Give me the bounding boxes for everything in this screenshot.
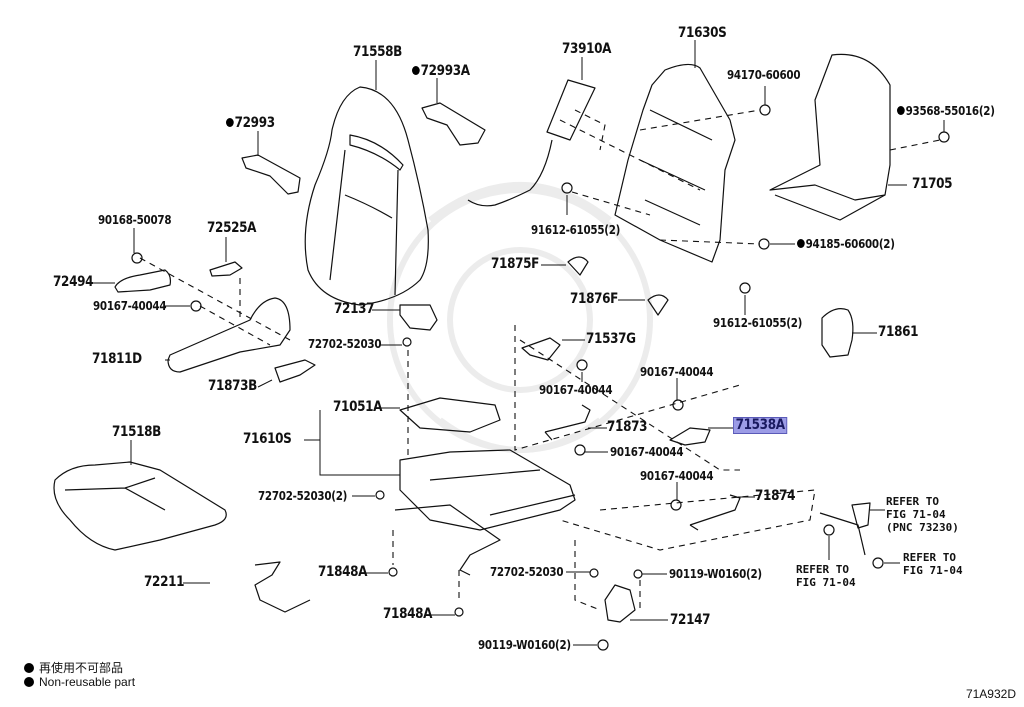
bracket-71873B[interactable] bbox=[274, 359, 316, 383]
label-71873[interactable]: 71873 bbox=[607, 419, 648, 435]
label-71848A-a[interactable]: 71848A bbox=[318, 564, 368, 580]
label-71874[interactable]: 71874 bbox=[755, 488, 796, 504]
non-reusable-marker bbox=[797, 239, 805, 248]
label-72702-52030-c[interactable]: 72702-52030 bbox=[490, 565, 564, 579]
spring-mat-71051A[interactable] bbox=[399, 397, 501, 433]
label-72494[interactable]: 72494 bbox=[53, 274, 94, 290]
label-71876F[interactable]: 71876F bbox=[570, 291, 619, 307]
label-94170-60600[interactable]: 94170-60600 bbox=[727, 68, 801, 82]
bracket-72147[interactable] bbox=[604, 584, 636, 623]
label-90167-40044-e[interactable]: 90167-40044 bbox=[640, 469, 714, 483]
seat-cushion-71518B[interactable] bbox=[53, 461, 227, 551]
label-90167-40044-c[interactable]: 90167-40044 bbox=[640, 365, 714, 379]
reference-note-fig-71-04-b[interactable]: REFER TO FIG 71-04 bbox=[903, 551, 963, 577]
label-71861[interactable]: 71861 bbox=[878, 324, 919, 340]
label-71537G[interactable]: 71537G bbox=[586, 331, 636, 347]
label-93568-text: 93568-55016(2) bbox=[905, 104, 995, 118]
bracket-71873[interactable] bbox=[544, 404, 591, 441]
legend-text: 再使用不可部品 bbox=[39, 661, 124, 675]
label-72211[interactable]: 72211 bbox=[144, 574, 185, 590]
label-72525A[interactable]: 72525A bbox=[207, 220, 257, 236]
label-72702-52030-2[interactable]: 72702-52030(2) bbox=[258, 489, 348, 503]
label-90119-W0160-b[interactable]: 90119-W0160(2) bbox=[478, 638, 571, 652]
non-reusable-marker bbox=[897, 106, 905, 115]
label-72993-text: 72993 bbox=[234, 115, 276, 131]
figure-id: 71A932D bbox=[965, 687, 1016, 701]
label-71538A-highlighted[interactable]: 71538A bbox=[733, 417, 788, 434]
label-91612-61055-b[interactable]: 91612-61055(2) bbox=[713, 316, 803, 330]
label-72993A-text: 72993A bbox=[420, 63, 470, 79]
label-71630S[interactable]: 71630S bbox=[678, 25, 727, 41]
watermark bbox=[387, 182, 653, 453]
label-71610S[interactable]: 71610S bbox=[243, 431, 292, 447]
side-airbag-73910A[interactable] bbox=[467, 79, 596, 207]
seat-frame-71610S[interactable] bbox=[394, 449, 576, 576]
label-90167-40044-b[interactable]: 90167-40044 bbox=[539, 383, 613, 397]
bracket-71537G[interactable] bbox=[521, 337, 561, 361]
seatback-frame-71630S[interactable] bbox=[614, 63, 736, 263]
label-91612-61055-a[interactable]: 91612-61055(2) bbox=[531, 223, 621, 237]
label-90168-50078[interactable]: 90168-50078 bbox=[98, 213, 172, 227]
label-90167-40044-a[interactable]: 90167-40044 bbox=[93, 299, 167, 313]
wire-72211[interactable] bbox=[254, 561, 311, 613]
part-72993[interactable] bbox=[241, 154, 301, 195]
non-reusable-marker bbox=[412, 66, 420, 75]
cover-71876F[interactable] bbox=[647, 294, 669, 316]
reference-note-pnc-73230[interactable]: REFER TO FIG 71-04 (PNC 73230) bbox=[886, 495, 959, 534]
label-71848A-b[interactable]: 71848A bbox=[383, 606, 433, 622]
leader-lines bbox=[90, 40, 945, 646]
label-71558B[interactable]: 71558B bbox=[353, 44, 403, 60]
seatback-cover-71558B[interactable] bbox=[304, 86, 429, 306]
label-72137[interactable]: 72137 bbox=[334, 301, 375, 317]
label-71875F[interactable]: 71875F bbox=[491, 256, 540, 272]
legend-item-japanese: 再使用不可部品 bbox=[24, 659, 123, 676]
seat-belt-buckle[interactable] bbox=[819, 502, 884, 569]
label-94185-text: 94185-60600(2) bbox=[805, 237, 895, 251]
label-72702-52030-a[interactable]: 72702-52030 bbox=[308, 337, 382, 351]
label-73910A[interactable]: 73910A bbox=[562, 41, 612, 57]
reference-note-fig-71-04-a[interactable]: REFER TO FIG 71-04 bbox=[796, 563, 856, 589]
label-72993[interactable]: 72993 bbox=[226, 115, 276, 131]
seatback-board-71705[interactable] bbox=[769, 53, 891, 221]
filled-circle-icon bbox=[24, 677, 34, 687]
label-71051A[interactable]: 71051A bbox=[333, 399, 383, 415]
label-90119-W0160-a[interactable]: 90119-W0160(2) bbox=[669, 567, 762, 581]
label-72993A[interactable]: 72993A bbox=[412, 63, 470, 79]
knob-72525A[interactable] bbox=[209, 261, 243, 277]
label-72147[interactable]: 72147 bbox=[670, 612, 711, 628]
handle-72494[interactable] bbox=[114, 269, 172, 293]
label-71705[interactable]: 71705 bbox=[912, 176, 953, 192]
filled-circle-icon bbox=[24, 663, 34, 673]
legend-item-english: Non-reusable part bbox=[24, 675, 135, 689]
part-72993A[interactable] bbox=[421, 102, 486, 146]
label-94185-60600[interactable]: 94185-60600(2) bbox=[797, 238, 895, 251]
cover-71875F[interactable] bbox=[567, 256, 589, 276]
legend-text: Non-reusable part bbox=[39, 675, 136, 689]
non-reusable-marker bbox=[226, 118, 234, 127]
label-71518B[interactable]: 71518B bbox=[112, 424, 162, 440]
cover-72137[interactable] bbox=[399, 304, 438, 331]
side-cover-71811D[interactable] bbox=[167, 297, 291, 373]
cover-71861[interactable] bbox=[821, 308, 854, 358]
label-90167-40044-d[interactable]: 90167-40044 bbox=[610, 445, 684, 459]
bracket-71874[interactable] bbox=[689, 494, 741, 531]
label-71873B[interactable]: 71873B bbox=[208, 378, 258, 394]
label-93568-55016[interactable]: 93568-55016(2) bbox=[897, 105, 995, 118]
bracket-71538A[interactable] bbox=[669, 427, 711, 446]
label-71811D[interactable]: 71811D bbox=[92, 351, 142, 367]
